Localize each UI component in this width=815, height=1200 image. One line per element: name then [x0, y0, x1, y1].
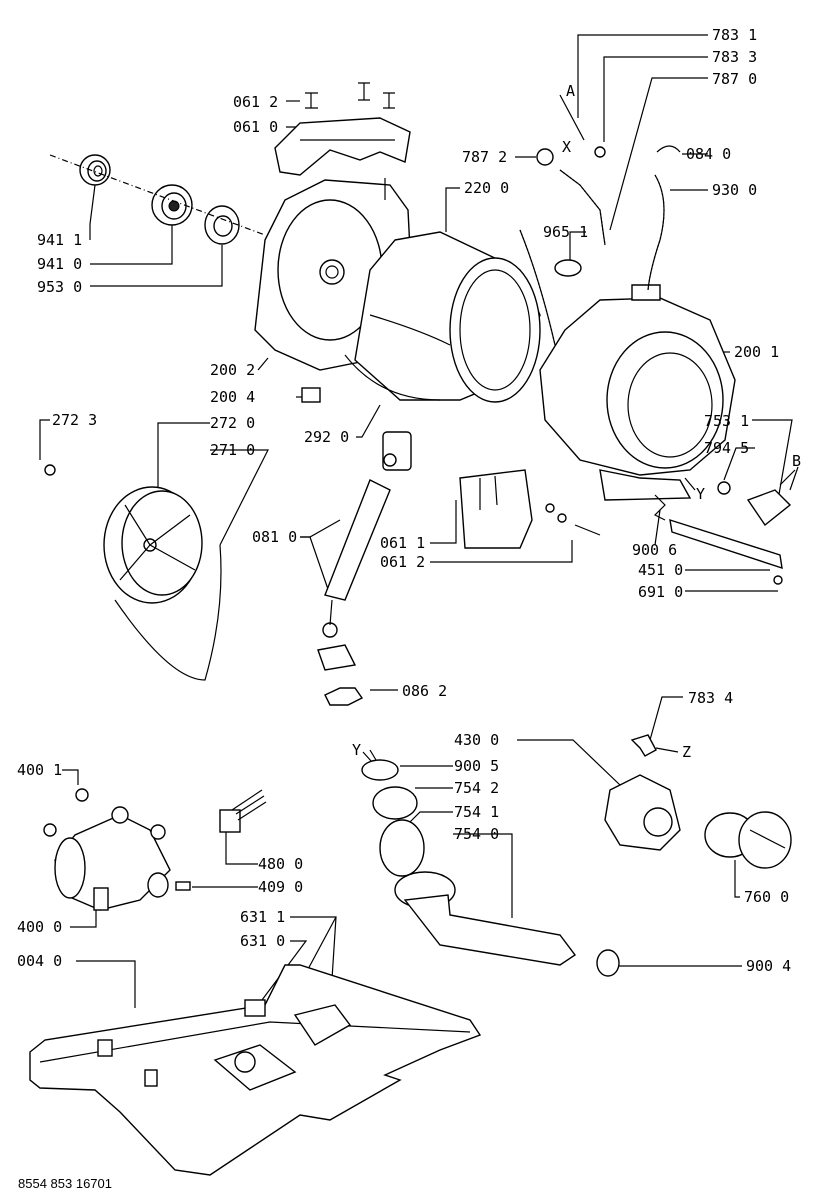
elbow-783-4 — [630, 734, 657, 757]
label-061-2-mid: 061 2 — [380, 553, 425, 571]
cap-794-5 — [717, 481, 731, 495]
label-061-1: 061 1 — [380, 534, 425, 552]
label-754-2: 754 2 — [454, 779, 499, 797]
part-drawings — [29, 82, 796, 1176]
label-272-3: 272 3 — [52, 411, 97, 429]
seal-953-0 — [204, 205, 240, 245]
label-b: B — [792, 452, 801, 470]
label-787-0: 787 0 — [712, 70, 757, 88]
drawing-number: 8554 853 16701 — [18, 1176, 112, 1191]
label-754-1: 754 1 — [454, 803, 499, 821]
hose-tub — [519, 229, 556, 346]
hose-clip-084-0 — [656, 145, 681, 153]
label-084-0: 084 0 — [686, 145, 731, 163]
label-061-2-top: 061 2 — [233, 93, 278, 111]
hose-930-0 — [647, 174, 665, 291]
label-941-1: 941 1 — [37, 231, 82, 249]
label-754-0: 754 0 — [454, 825, 499, 843]
plug-965-1 — [554, 259, 582, 277]
clip-086-2 — [324, 687, 364, 706]
label-081-0: 081 0 — [252, 528, 297, 546]
bearing-941-1 — [79, 154, 111, 186]
connector-480-0 — [219, 789, 267, 833]
bolts-061-2 — [305, 82, 395, 109]
label-400-1: 400 1 — [17, 761, 62, 779]
nut-691-0 — [773, 575, 783, 585]
nut-272-3 — [44, 464, 56, 476]
label-x: X — [562, 138, 571, 156]
hose-787-0 — [559, 169, 606, 246]
bushing-400-1 — [75, 788, 89, 802]
label-783-1: 783 1 — [712, 26, 757, 44]
spring-900-6 — [653, 494, 666, 521]
label-631-0: 631 0 — [240, 932, 285, 950]
label-900-5: 900 5 — [454, 757, 499, 775]
label-451-0: 451 0 — [638, 561, 683, 579]
clamp-900-5 — [361, 759, 399, 781]
label-220-0: 220 0 — [464, 179, 509, 197]
label-004-0: 004 0 — [17, 952, 62, 970]
label-631-1: 631 1 — [240, 908, 285, 926]
motor-400-0 — [43, 806, 171, 911]
label-086-2: 086 2 — [402, 682, 447, 700]
counterweight-061-1 — [459, 469, 533, 549]
label-953-0: 953 0 — [37, 278, 82, 296]
label-z: Z — [682, 743, 691, 761]
rod-783-1 — [559, 94, 585, 141]
label-900-4: 900 4 — [746, 957, 791, 975]
label-430-0: 430 0 — [454, 731, 499, 749]
label-400-0: 400 0 — [17, 918, 62, 936]
base-004-0 — [29, 964, 482, 1176]
clip-409-0 — [175, 881, 191, 891]
washers-061-2 — [545, 503, 601, 536]
drum-220-0 — [344, 231, 541, 403]
label-200-1: 200 1 — [734, 343, 779, 361]
cap-783-3 — [594, 146, 606, 158]
label-271-0: 271 0 — [210, 441, 255, 459]
label-783-3: 783 3 — [712, 48, 757, 66]
clamp-900-4 — [596, 949, 620, 977]
bracket-061-0 — [274, 117, 411, 176]
sensor-753-1 — [746, 469, 796, 527]
label-480-0: 480 0 — [258, 855, 303, 873]
label-941-0: 941 0 — [37, 255, 82, 273]
leader-lines — [39, 34, 799, 1056]
belt-271-0 — [114, 544, 222, 681]
label-783-4: 783 4 — [688, 689, 733, 707]
label-409-0: 409 0 — [258, 878, 303, 896]
damper-081-0 — [317, 431, 412, 671]
label-900-6: 900 6 — [632, 541, 677, 559]
label-061-0: 061 0 — [233, 118, 278, 136]
front-tub-200-1 — [539, 284, 736, 501]
label-787-2: 787 2 — [462, 148, 507, 166]
pulley-272-0 — [103, 486, 203, 604]
label-691-0: 691 0 — [638, 583, 683, 601]
label-200-4: 200 4 — [210, 388, 255, 406]
label-760-0: 760 0 — [744, 888, 789, 906]
label-753-1: 753 1 — [704, 412, 749, 430]
pump-430-0 — [604, 774, 681, 851]
ball-754-1 — [379, 819, 425, 877]
label-930-0: 930 0 — [712, 181, 757, 199]
label-794-5: 794 5 — [704, 439, 749, 457]
filter-760-0 — [704, 811, 792, 869]
sump-hose-754-0 — [394, 871, 577, 966]
label-y-bottom: Y — [352, 741, 361, 759]
part-labels: 783 1 783 3 787 0 A 061 2 061 0 X 787 2 … — [17, 26, 801, 975]
label-200-2: 200 2 — [210, 361, 255, 379]
label-272-0: 272 0 — [210, 414, 255, 432]
ring-754-2 — [372, 786, 418, 820]
label-200-4 — [301, 387, 321, 403]
label-965-1: 965 1 — [543, 223, 588, 241]
label-292-0: 292 0 — [304, 428, 349, 446]
heater-451-0 — [669, 518, 783, 570]
label-a: A — [566, 82, 575, 100]
label-y-top: Y — [696, 485, 705, 503]
clip-787-2 — [536, 148, 554, 166]
